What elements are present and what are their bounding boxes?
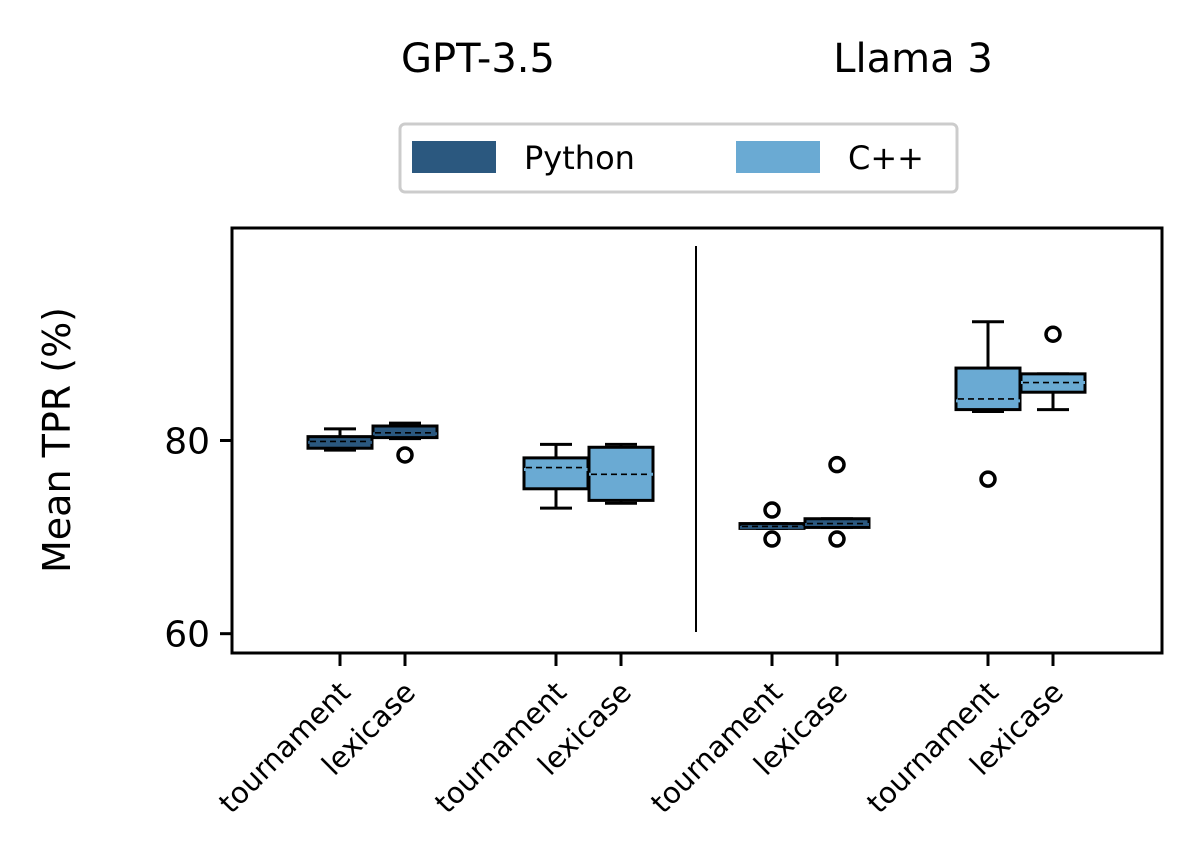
box-gpt35-python-lexicase-iqr <box>371 424 439 440</box>
y-tick-label-80: 80 <box>164 422 210 463</box>
box-llama3-cpp-lexicase <box>1019 325 1087 412</box>
box-gpt35-cpp-lexicase <box>587 442 655 505</box>
legend-label-cpp: C++ <box>848 139 924 177</box>
legend-swatch-python <box>412 141 496 173</box>
box-llama3-cpp-tournament-iqr <box>954 366 1022 412</box>
box-gpt35-cpp-tournament-iqr <box>522 456 590 491</box>
legend-label-python: Python <box>524 139 635 177</box>
box-llama3-python-lexicase-flier-0 <box>828 455 846 474</box>
box-llama3-cpp-tournament-flier-0 <box>979 470 997 488</box>
boxes <box>306 320 1087 548</box>
y-axis-label: Mean TPR (%) <box>35 307 79 573</box>
box-llama3-cpp-tournament <box>954 320 1022 488</box>
panel-title-llama3: Llama 3 <box>833 36 993 82</box>
box-llama3-python-lexicase <box>803 455 871 548</box>
box-llama3-python-tournament <box>738 501 806 548</box>
box-llama3-python-lexicase-flier-1 <box>828 530 846 548</box>
box-llama3-python-tournament-flier-1 <box>763 530 781 548</box>
box-gpt35-python-lexicase-flier-0 <box>396 446 414 464</box>
box-llama3-cpp-lexicase-flier-0 <box>1044 325 1062 343</box>
panel-title-gpt35: GPT-3.5 <box>401 36 555 82</box>
box-gpt35-cpp-tournament <box>522 442 590 510</box>
box-gpt35-python-lexicase <box>371 421 439 464</box>
box-llama3-python-tournament-flier-0 <box>763 501 781 519</box>
legend: Python C++ <box>398 122 959 194</box>
y-tick-label-60: 60 <box>164 615 210 656</box>
y-axis-ticks: 60 80 <box>164 422 232 656</box>
box-gpt35-python-tournament <box>306 427 374 452</box>
legend-swatch-cpp <box>736 141 820 173</box>
